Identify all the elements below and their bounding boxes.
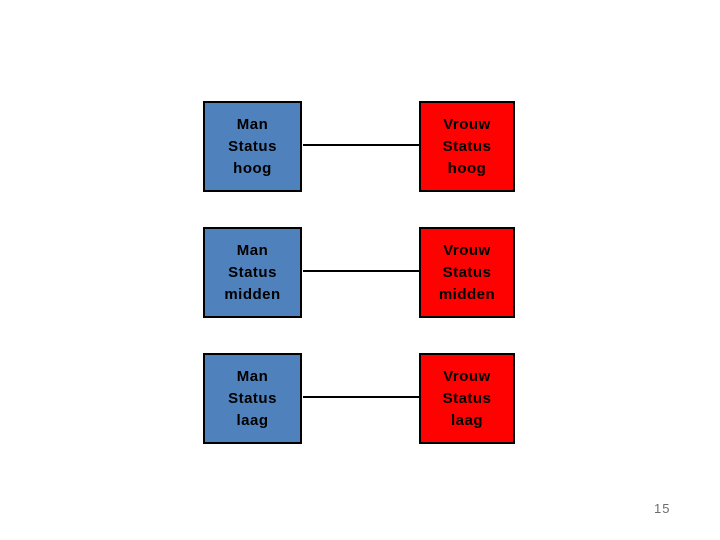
box-text-line: midden bbox=[224, 285, 281, 303]
box-text-line: Man bbox=[236, 241, 269, 259]
vrouw-status-laag-box: Vrouw Status laag bbox=[419, 353, 515, 444]
connector-line bbox=[303, 144, 420, 146]
diagram-row-laag: Man Status laag Vrouw Status laag bbox=[0, 353, 720, 444]
box-text-line: Status bbox=[442, 389, 492, 407]
vrouw-status-hoog-box: Vrouw Status hoog bbox=[419, 101, 515, 192]
vrouw-status-midden-box: Vrouw Status midden bbox=[419, 227, 515, 318]
box-text-line: midden bbox=[438, 285, 496, 303]
connector-line bbox=[303, 270, 420, 272]
box-text-line: Man bbox=[236, 115, 269, 133]
diagram-row-midden: Man Status midden Vrouw Status midden bbox=[0, 227, 720, 318]
man-status-midden-box: Man Status midden bbox=[203, 227, 302, 318]
box-text-line: Status bbox=[442, 137, 492, 155]
box-text-line: hoog bbox=[233, 159, 272, 177]
man-status-laag-box: Man Status laag bbox=[203, 353, 302, 444]
box-text-line: Vrouw bbox=[443, 115, 491, 133]
box-text-line: Man bbox=[236, 367, 269, 385]
box-text-line: hoog bbox=[447, 159, 487, 177]
man-status-hoog-box: Man Status hoog bbox=[203, 101, 302, 192]
box-text-line: Vrouw bbox=[443, 241, 491, 259]
box-text-line: laag bbox=[236, 411, 269, 429]
box-text-line: Vrouw bbox=[443, 367, 491, 385]
page-number: 15 bbox=[654, 501, 671, 516]
box-text-line: Status bbox=[228, 137, 277, 155]
diagram-row-hoog: Man Status hoog Vrouw Status hoog bbox=[0, 101, 720, 192]
box-text-line: Status bbox=[442, 263, 492, 281]
box-text-line: Status bbox=[228, 263, 277, 281]
box-text-line: laag bbox=[450, 411, 483, 429]
connector-line bbox=[303, 396, 420, 398]
box-text-line: Status bbox=[228, 389, 277, 407]
